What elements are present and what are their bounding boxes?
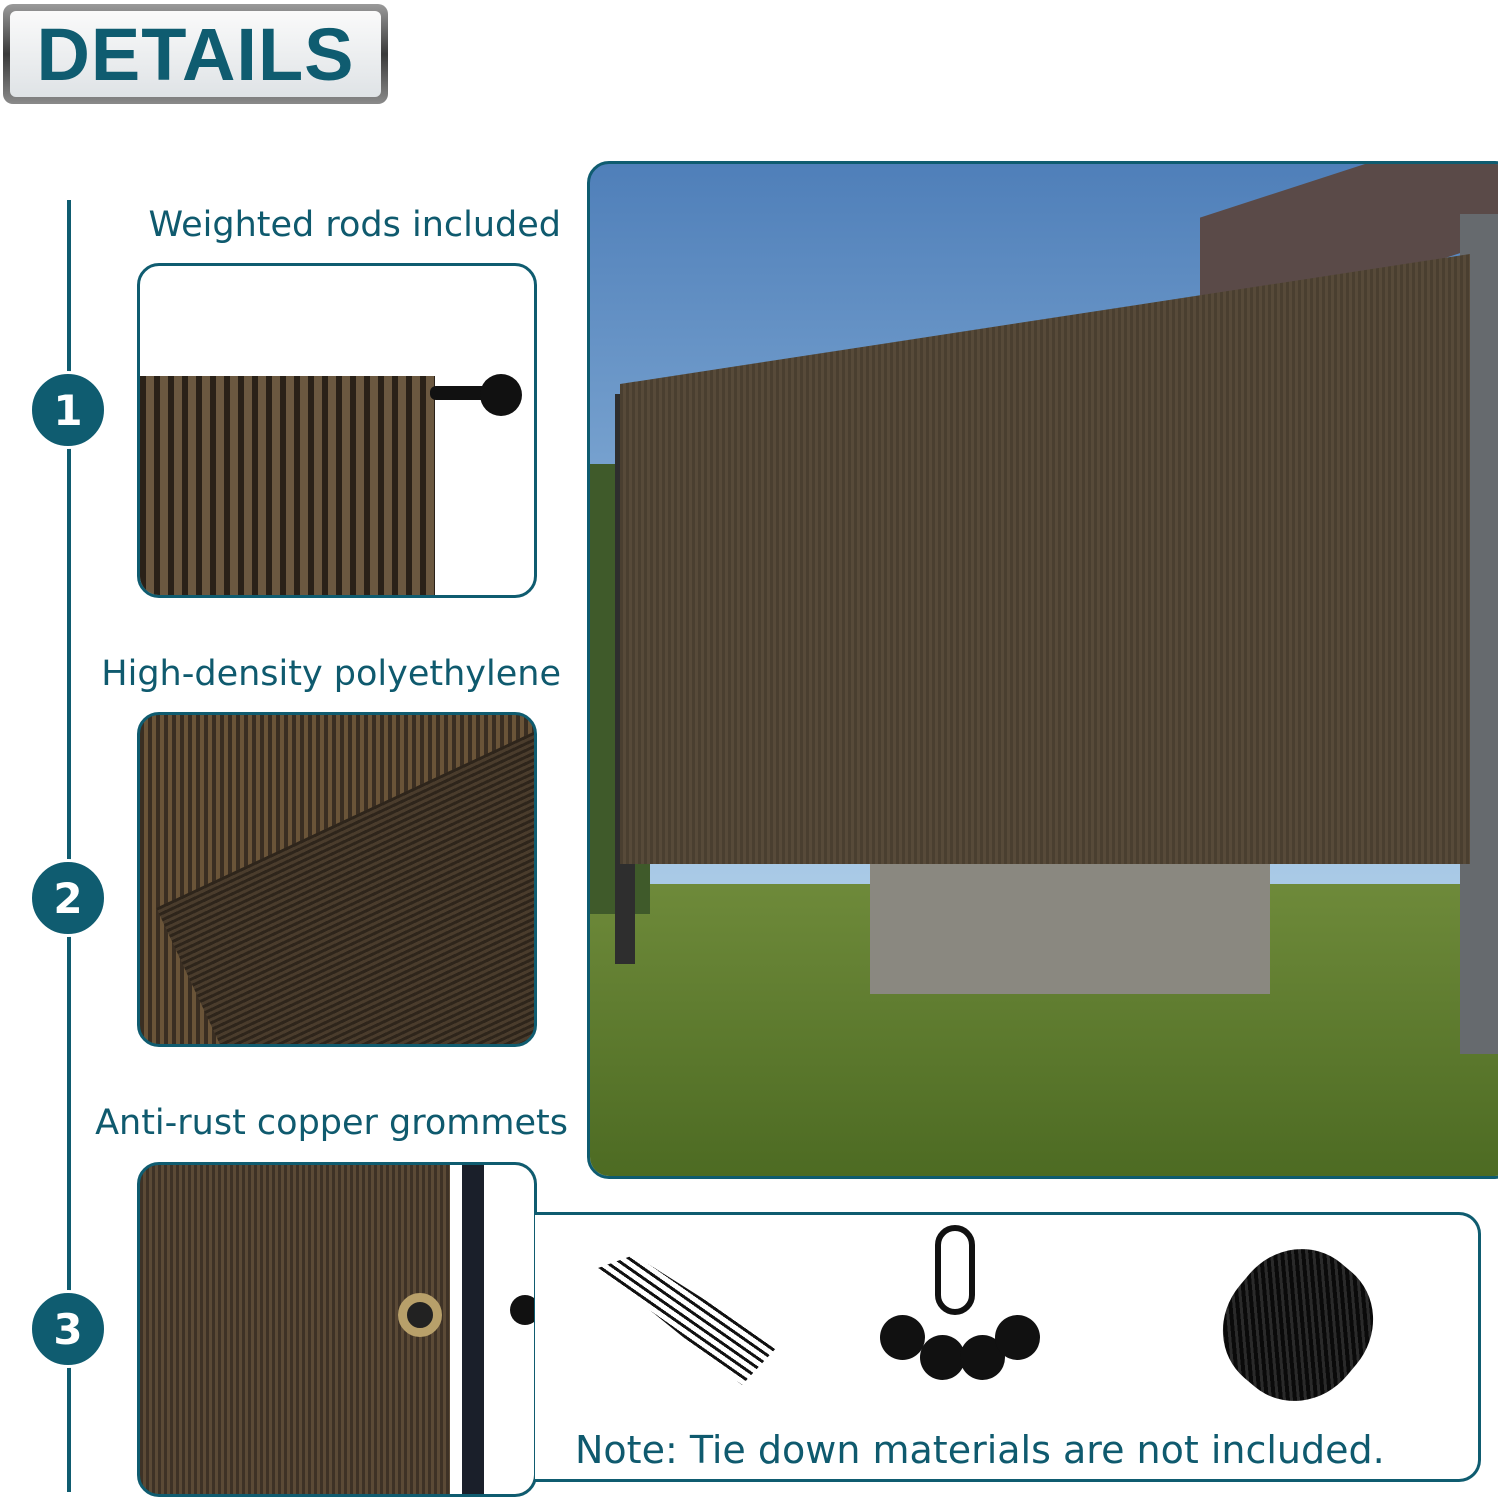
step-3-badge: 3 bbox=[29, 1290, 107, 1368]
weighted-rod-image bbox=[137, 263, 537, 598]
installed-shade-photo bbox=[587, 161, 1498, 1179]
timeline-line bbox=[67, 200, 71, 1492]
feature-label-grommets: Anti-rust copper grommets bbox=[95, 1103, 568, 1143]
details-title: DETAILS bbox=[10, 11, 381, 97]
step-2-badge: 2 bbox=[29, 859, 107, 937]
feature-label-rods: Weighted rods included bbox=[148, 205, 561, 245]
grommet-image bbox=[137, 1162, 537, 1497]
step-1-badge: 1 bbox=[29, 371, 107, 449]
feature-label-polyethylene: High-density polyethylene bbox=[101, 654, 561, 694]
fabric-closeup-image bbox=[137, 712, 537, 1047]
ball-bungees-icon bbox=[880, 1225, 1040, 1395]
details-badge: DETAILS bbox=[3, 4, 388, 104]
accessories-note: Note: Tie down materials are not include… bbox=[575, 1428, 1385, 1472]
